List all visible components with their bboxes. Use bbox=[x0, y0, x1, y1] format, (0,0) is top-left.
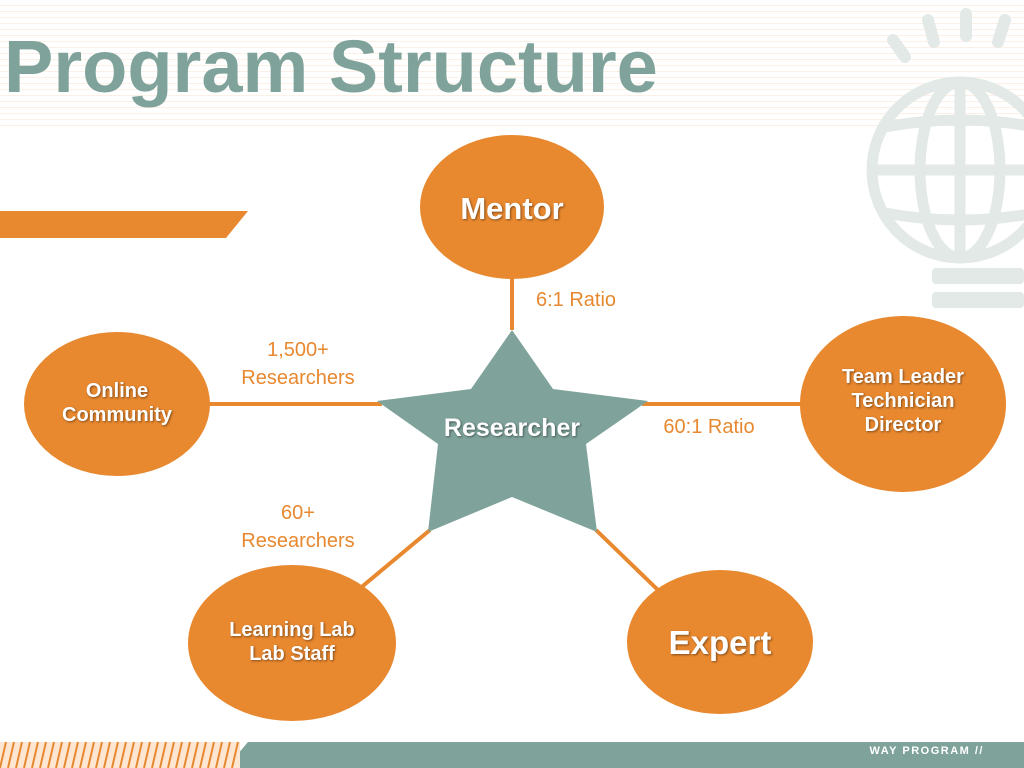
footer-bar bbox=[226, 742, 1024, 768]
team-leader-ratio-label: 60:1 Ratio bbox=[663, 416, 755, 438]
online-community-node bbox=[24, 332, 210, 476]
mentor-label: Mentor bbox=[460, 191, 564, 226]
mentor-node bbox=[420, 135, 604, 279]
header-stripes bbox=[0, 0, 1024, 130]
learning-lab-line-1: Learning Lab bbox=[229, 619, 355, 641]
connector-learning-lab bbox=[356, 528, 432, 592]
online-community-line-2: Community bbox=[62, 404, 172, 426]
lab-count: 60+ bbox=[281, 502, 315, 524]
lab-unit: Researchers bbox=[241, 530, 355, 552]
learning-lab-label: Learning Lab Lab Staff bbox=[192, 618, 392, 666]
online-unit: Researchers bbox=[241, 367, 355, 389]
learning-lab-node bbox=[188, 565, 396, 721]
learning-lab-line-2: Lab Staff bbox=[249, 643, 335, 665]
online-community-label: Online Community bbox=[27, 379, 207, 427]
online-count-label: 1,500+ Researchers bbox=[218, 336, 378, 392]
connector-expert bbox=[594, 528, 662, 594]
team-leader-label: Team Leader Technician Director bbox=[803, 365, 1003, 437]
team-leader-line-3: Director bbox=[864, 414, 942, 436]
footer-hatch-lines bbox=[0, 741, 239, 768]
team-leader-line-1: Team Leader bbox=[842, 366, 964, 388]
page-title: Program Structure bbox=[4, 25, 658, 108]
online-community-line-1: Online bbox=[85, 380, 149, 402]
researcher-label: Researcher bbox=[443, 414, 581, 442]
footer-brand: WAY PROGRAM // bbox=[869, 745, 984, 757]
researcher-star bbox=[377, 330, 648, 532]
mentor-ratio-label: 6:1 Ratio bbox=[535, 289, 617, 311]
team-leader-node bbox=[800, 316, 1006, 492]
accent-bar bbox=[0, 211, 248, 238]
expert-node bbox=[627, 570, 813, 714]
team-leader-line-2: Technician bbox=[851, 390, 955, 412]
expert-label: Expert bbox=[668, 624, 772, 661]
lab-count-label: 60+ Researchers bbox=[218, 499, 378, 555]
online-count: 1,500+ bbox=[267, 339, 329, 361]
